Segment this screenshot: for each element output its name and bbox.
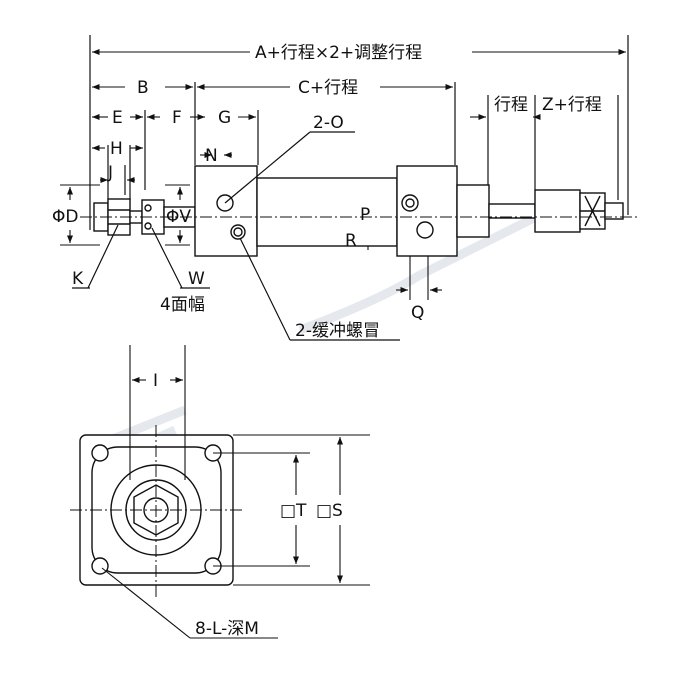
front-centerlines bbox=[70, 425, 245, 600]
label-stroke: 行程 bbox=[494, 95, 528, 115]
label-overall: A+行程×2+调整行程 bbox=[255, 43, 422, 63]
label-h: H bbox=[110, 139, 123, 159]
label-t: □T bbox=[280, 501, 307, 521]
labels: A+行程×2+调整行程 B C+行程 E F G H J N 行程 Z+行程 2… bbox=[52, 43, 602, 639]
label-g: G bbox=[218, 108, 231, 128]
label-s: □S bbox=[316, 501, 343, 521]
label-k: K bbox=[72, 269, 84, 289]
label-f: F bbox=[172, 108, 182, 128]
label-z: Z+行程 bbox=[542, 95, 602, 115]
label-d: ΦD bbox=[52, 207, 78, 227]
label-port: 2-O bbox=[313, 113, 344, 133]
label-j: J bbox=[107, 163, 113, 183]
label-w: W bbox=[188, 269, 205, 289]
label-v: ΦV bbox=[166, 207, 191, 227]
cylinder-side-view bbox=[93, 165, 624, 257]
leader-lines bbox=[72, 131, 400, 341]
label-q: Q bbox=[411, 303, 424, 323]
label-c: C+行程 bbox=[298, 78, 358, 98]
label-holes: 8-L-深M bbox=[195, 619, 259, 639]
label-e: E bbox=[112, 108, 123, 128]
label-p: P bbox=[360, 205, 370, 225]
label-i: I bbox=[153, 371, 158, 391]
label-r: R bbox=[345, 231, 357, 251]
label-cushion: 2-缓冲螺冒 bbox=[295, 321, 380, 341]
label-wrench-flats: 4面幅 bbox=[160, 295, 205, 315]
label-n: N bbox=[205, 146, 218, 166]
label-b: B bbox=[137, 78, 149, 98]
